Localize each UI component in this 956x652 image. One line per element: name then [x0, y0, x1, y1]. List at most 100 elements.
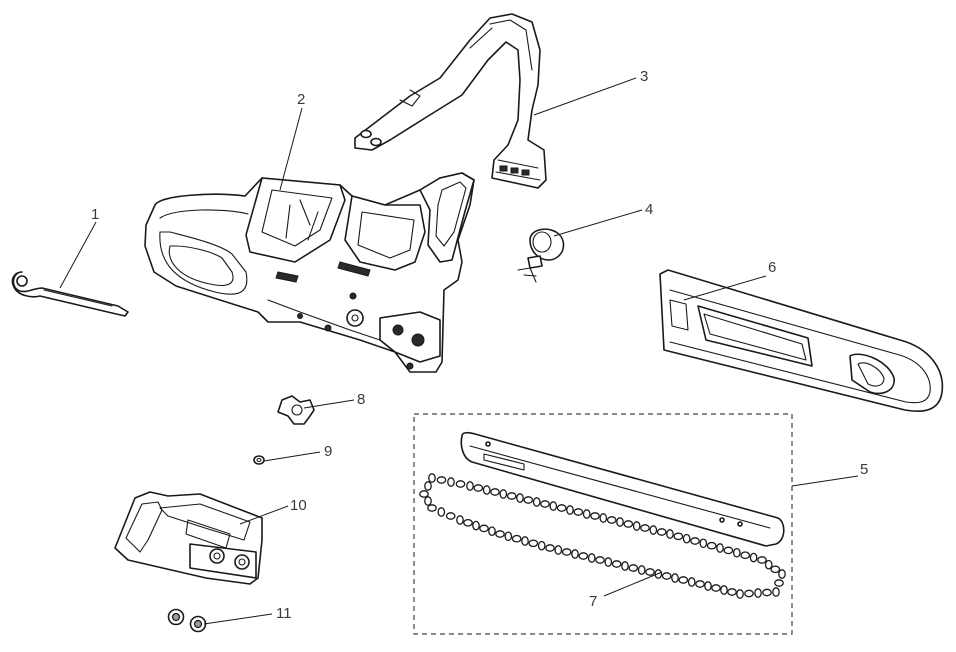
bar-wrench-part: [11, 271, 129, 317]
callout-11: 11: [276, 605, 292, 622]
leader-1: [59, 221, 97, 289]
chain-link: [727, 588, 737, 596]
chain-link: [437, 507, 446, 517]
chain-link: [419, 490, 429, 498]
chain-link: [740, 551, 751, 560]
scabbard-part: [659, 269, 944, 412]
chain-link: [723, 546, 734, 555]
chain-link: [516, 493, 524, 503]
chain-link: [764, 559, 773, 570]
chain-link: [762, 588, 772, 597]
chain-link: [671, 573, 679, 583]
oil-cap-part: [517, 228, 565, 283]
chain-link: [649, 525, 658, 535]
leader-11: [203, 613, 273, 625]
leader-7: [603, 571, 663, 597]
chain-link: [428, 473, 436, 483]
chain-link: [640, 524, 650, 532]
callout-8: 8: [357, 391, 365, 408]
chain-link: [682, 533, 691, 544]
chain-link: [690, 537, 700, 545]
chain-link: [532, 497, 541, 507]
chain-link: [488, 526, 496, 537]
callout-5: 5: [860, 461, 868, 478]
chain-link: [711, 584, 721, 592]
chain-link: [706, 541, 717, 550]
chain-link: [744, 589, 754, 598]
sprocket-cover-part: [114, 491, 263, 585]
chain-link: [504, 531, 513, 542]
chain-link: [704, 581, 712, 591]
leader-4: [553, 209, 643, 237]
chain-link: [495, 530, 505, 538]
callout-labels: 1 2 3 4 5 6 7 8 9 10 11: [91, 68, 868, 622]
chain-link: [599, 513, 608, 523]
chain-link: [456, 515, 464, 525]
chain-link: [479, 524, 489, 533]
chain-link: [549, 501, 558, 511]
chain-link: [424, 481, 432, 491]
saw-chain-part: [419, 473, 786, 599]
chain-link: [545, 544, 555, 552]
guide-bar-part: [460, 431, 785, 547]
chain-link: [757, 556, 767, 564]
chain-link: [590, 512, 600, 520]
chain-link: [537, 540, 546, 551]
callout-6: 6: [768, 259, 776, 276]
chain-link: [511, 534, 522, 543]
chain-link: [754, 588, 762, 598]
callout-9: 9: [324, 443, 332, 460]
bar-nuts-part: [167, 608, 207, 633]
chain-link: [606, 516, 617, 524]
chain-link: [604, 557, 613, 567]
chain-link: [673, 532, 684, 541]
callout-4: 4: [645, 201, 653, 218]
chain-link: [582, 509, 591, 519]
chain-link: [623, 520, 634, 528]
chain-link: [749, 552, 758, 563]
chain-link: [561, 548, 572, 556]
chain-link: [699, 538, 708, 549]
chain-link: [521, 536, 529, 546]
chain-link: [616, 517, 624, 527]
leader-10: [239, 505, 289, 525]
chain-link: [528, 539, 539, 548]
chain-link: [695, 580, 705, 588]
callout-2: 2: [297, 91, 305, 108]
chain-link: [466, 481, 474, 491]
leader-lines: [59, 77, 859, 625]
leader-9: [263, 451, 321, 462]
chain-link: [523, 496, 534, 504]
motor-housing-part: [144, 172, 475, 373]
chain-link: [595, 556, 605, 564]
chain-link: [687, 577, 696, 587]
chain-link: [720, 585, 728, 595]
chain-link: [566, 505, 574, 515]
chain-link: [472, 520, 480, 531]
chain-link: [506, 492, 517, 500]
chain-link: [716, 543, 724, 553]
chain-link: [573, 508, 584, 516]
chain-link: [447, 477, 455, 487]
chain-link: [628, 564, 639, 572]
chain-link: [772, 587, 780, 597]
chain-link: [556, 504, 567, 512]
chain-link: [455, 480, 466, 488]
chain-link: [645, 568, 655, 576]
chain-link: [427, 504, 437, 512]
leader-5: [791, 475, 859, 487]
chain-link: [736, 589, 744, 599]
callout-7: 7: [589, 593, 597, 610]
chain-link: [424, 496, 432, 506]
chain-link: [732, 547, 741, 558]
chain-link: [656, 528, 667, 536]
chain-link: [490, 488, 500, 496]
callout-10: 10: [290, 497, 307, 514]
chain-link: [770, 565, 781, 574]
chain-link: [587, 553, 596, 563]
chain-link: [678, 576, 689, 584]
callout-3: 3: [640, 68, 648, 85]
chain-link: [571, 549, 579, 559]
clip-part: [253, 455, 265, 465]
